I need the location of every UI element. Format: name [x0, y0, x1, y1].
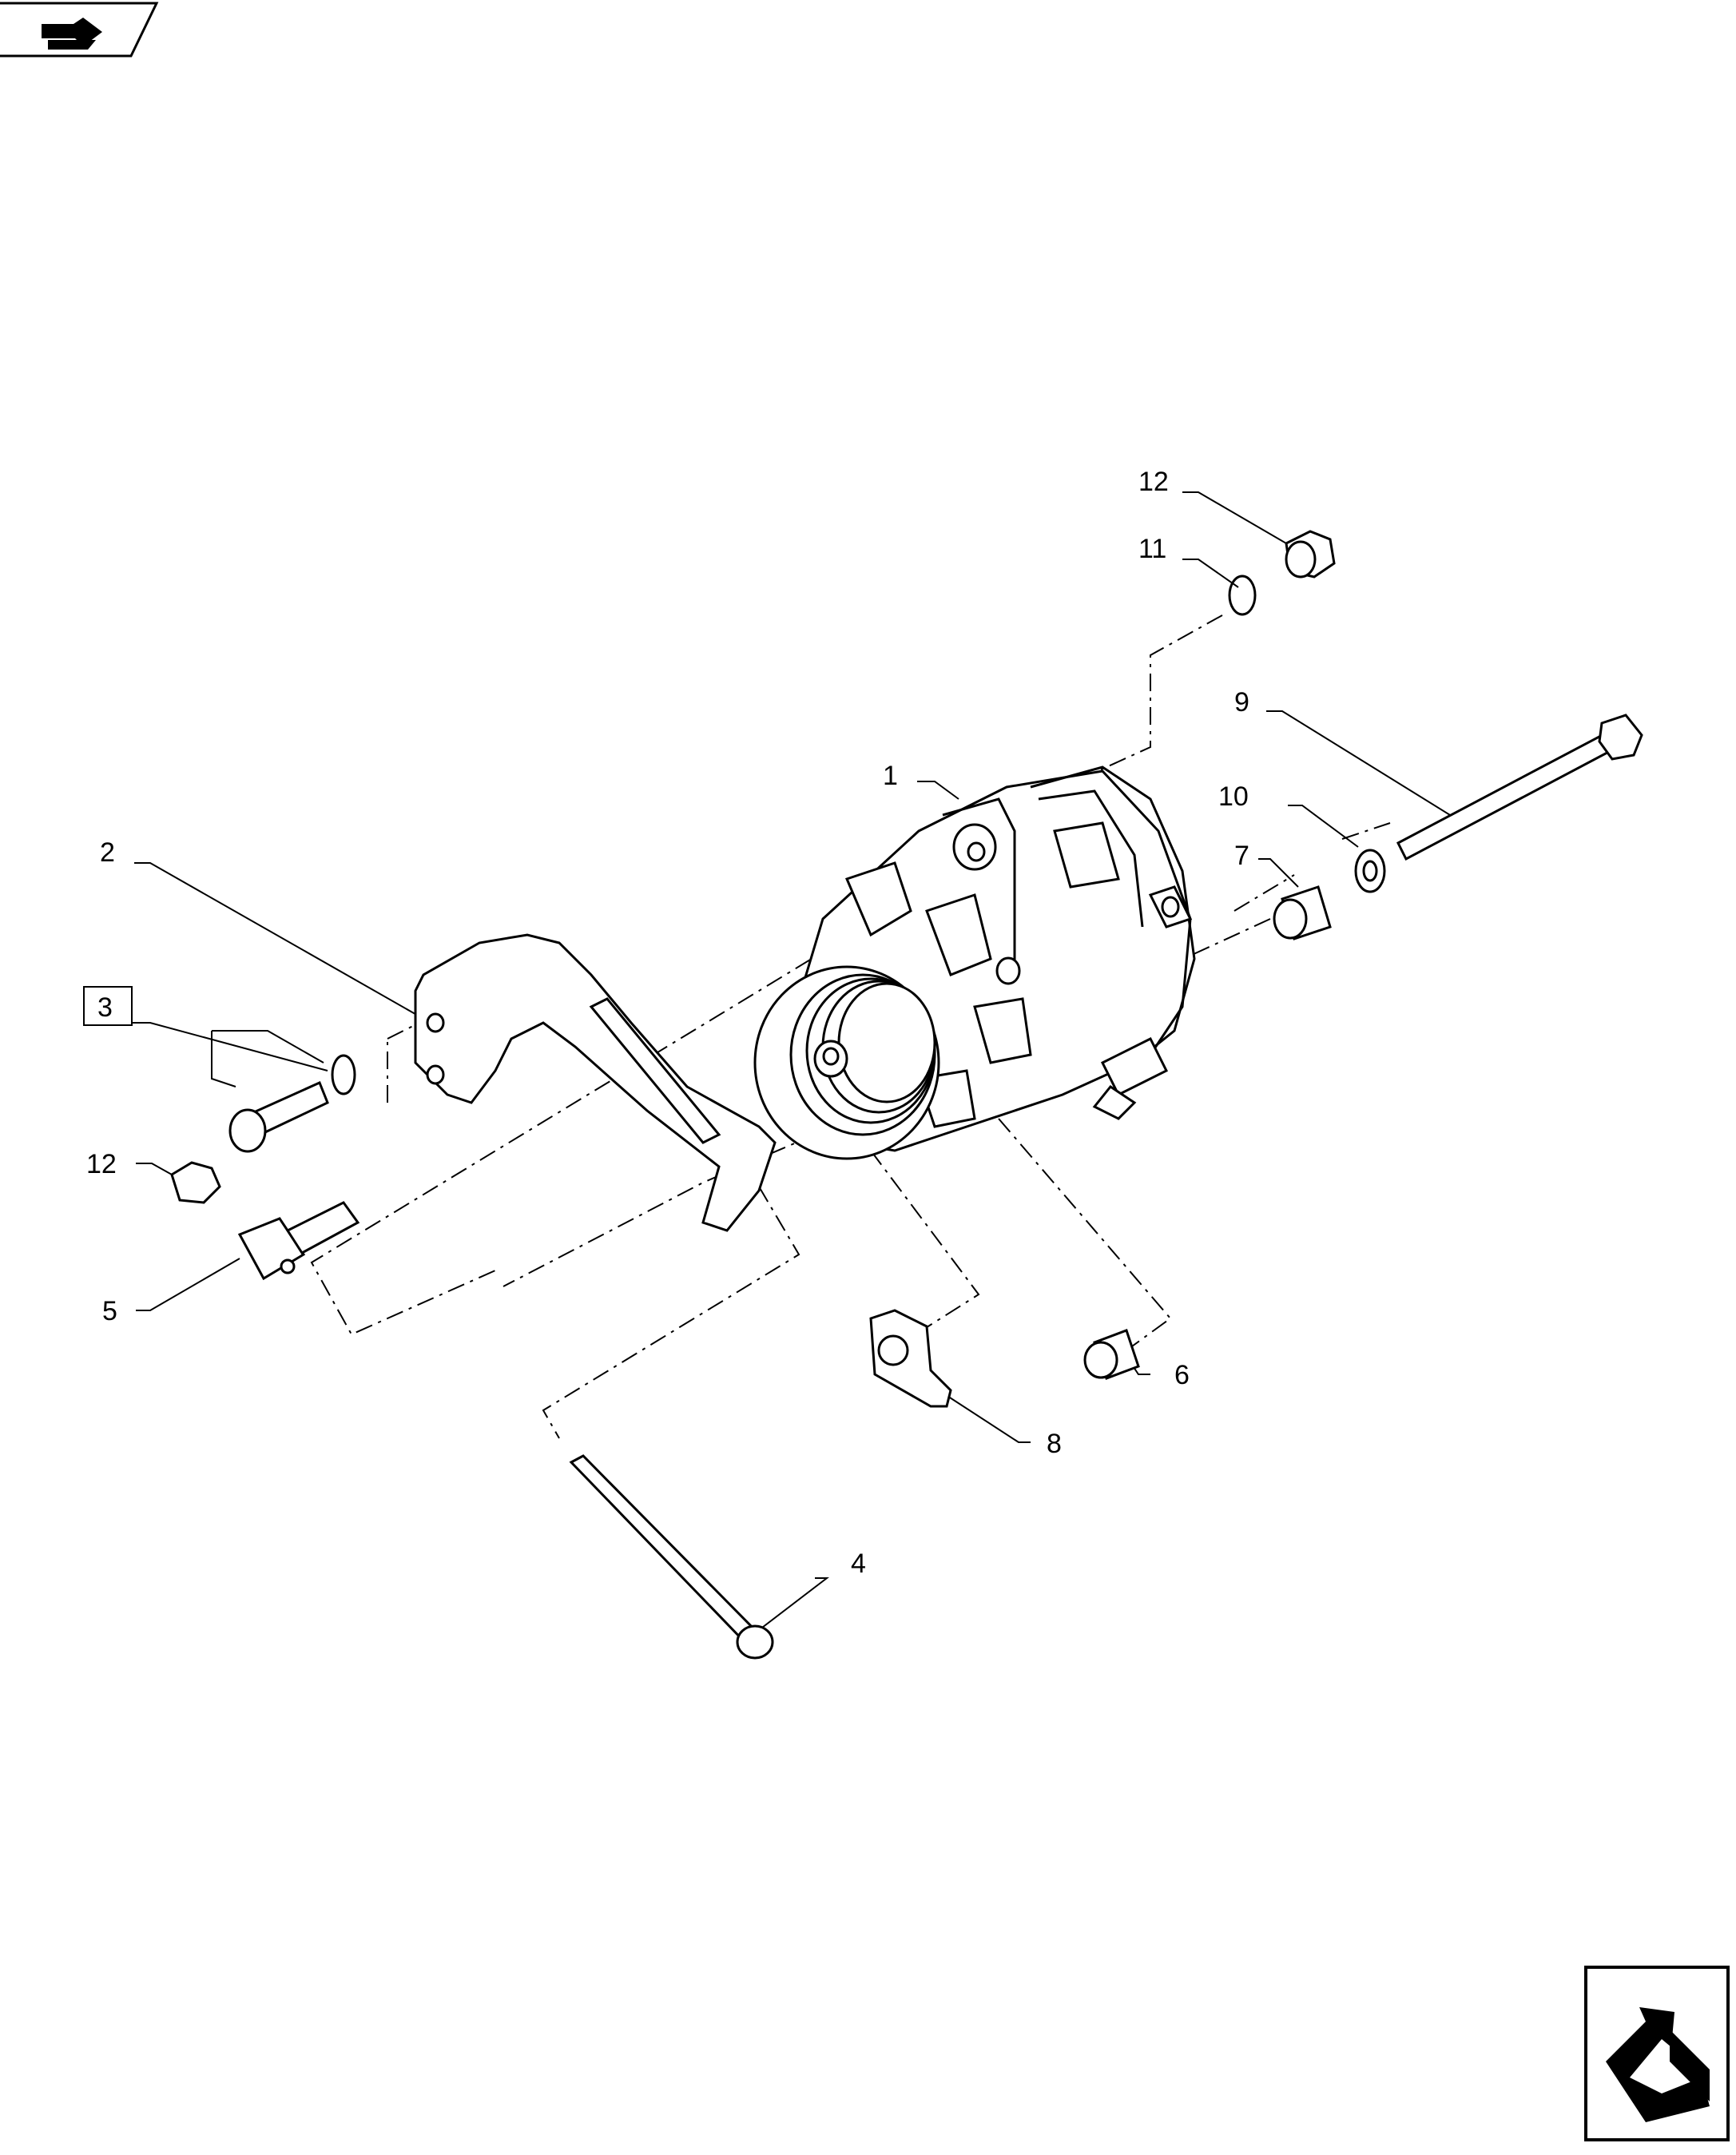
long-bolt-right[interactable] [1396, 714, 1643, 861]
long-bolt[interactable] [569, 1454, 774, 1660]
callout-2[interactable]: 2 [100, 837, 115, 868]
callout-1[interactable]: 1 [883, 761, 898, 791]
leader-lines [132, 491, 1451, 1631]
hex-nut-lower[interactable] [170, 1161, 221, 1204]
callout-6[interactable]: 6 [1174, 1360, 1190, 1390]
callout-12-lower[interactable]: 12 [86, 1149, 117, 1179]
callout-9[interactable]: 9 [1234, 687, 1249, 718]
callout-10[interactable]: 10 [1218, 781, 1249, 812]
callout-4[interactable]: 4 [851, 1549, 866, 1579]
spacer[interactable] [1083, 1329, 1140, 1380]
hex-nut-upper[interactable] [1285, 530, 1336, 579]
lock-washer[interactable] [1354, 849, 1386, 893]
callout-11[interactable]: 11 [1138, 534, 1166, 564]
callout-box-3 [83, 986, 133, 1026]
mounting-bracket[interactable] [414, 933, 777, 1232]
angle-bracket[interactable] [869, 1309, 952, 1408]
bolt-with-washer[interactable] [228, 1054, 356, 1153]
adjusting-stud[interactable] [237, 1201, 360, 1281]
bushing[interactable] [1273, 885, 1332, 940]
callout-5[interactable]: 5 [102, 1296, 117, 1326]
next-page-arrow-icon[interactable] [1584, 1966, 1730, 2141]
snap-ring[interactable] [1228, 575, 1257, 616]
callout-3[interactable]: 3 [97, 992, 113, 1023]
callout-7[interactable]: 7 [1234, 841, 1249, 871]
alternator-pulley [753, 965, 940, 1160]
callout-labels: 1 2 3 4 5 6 7 8 9 10 11 12 12 [86, 467, 1249, 1579]
callout-12-upper[interactable]: 12 [1138, 467, 1169, 497]
page-tab-arrow-icon[interactable] [0, 2, 159, 58]
callout-8[interactable]: 8 [1047, 1429, 1062, 1459]
